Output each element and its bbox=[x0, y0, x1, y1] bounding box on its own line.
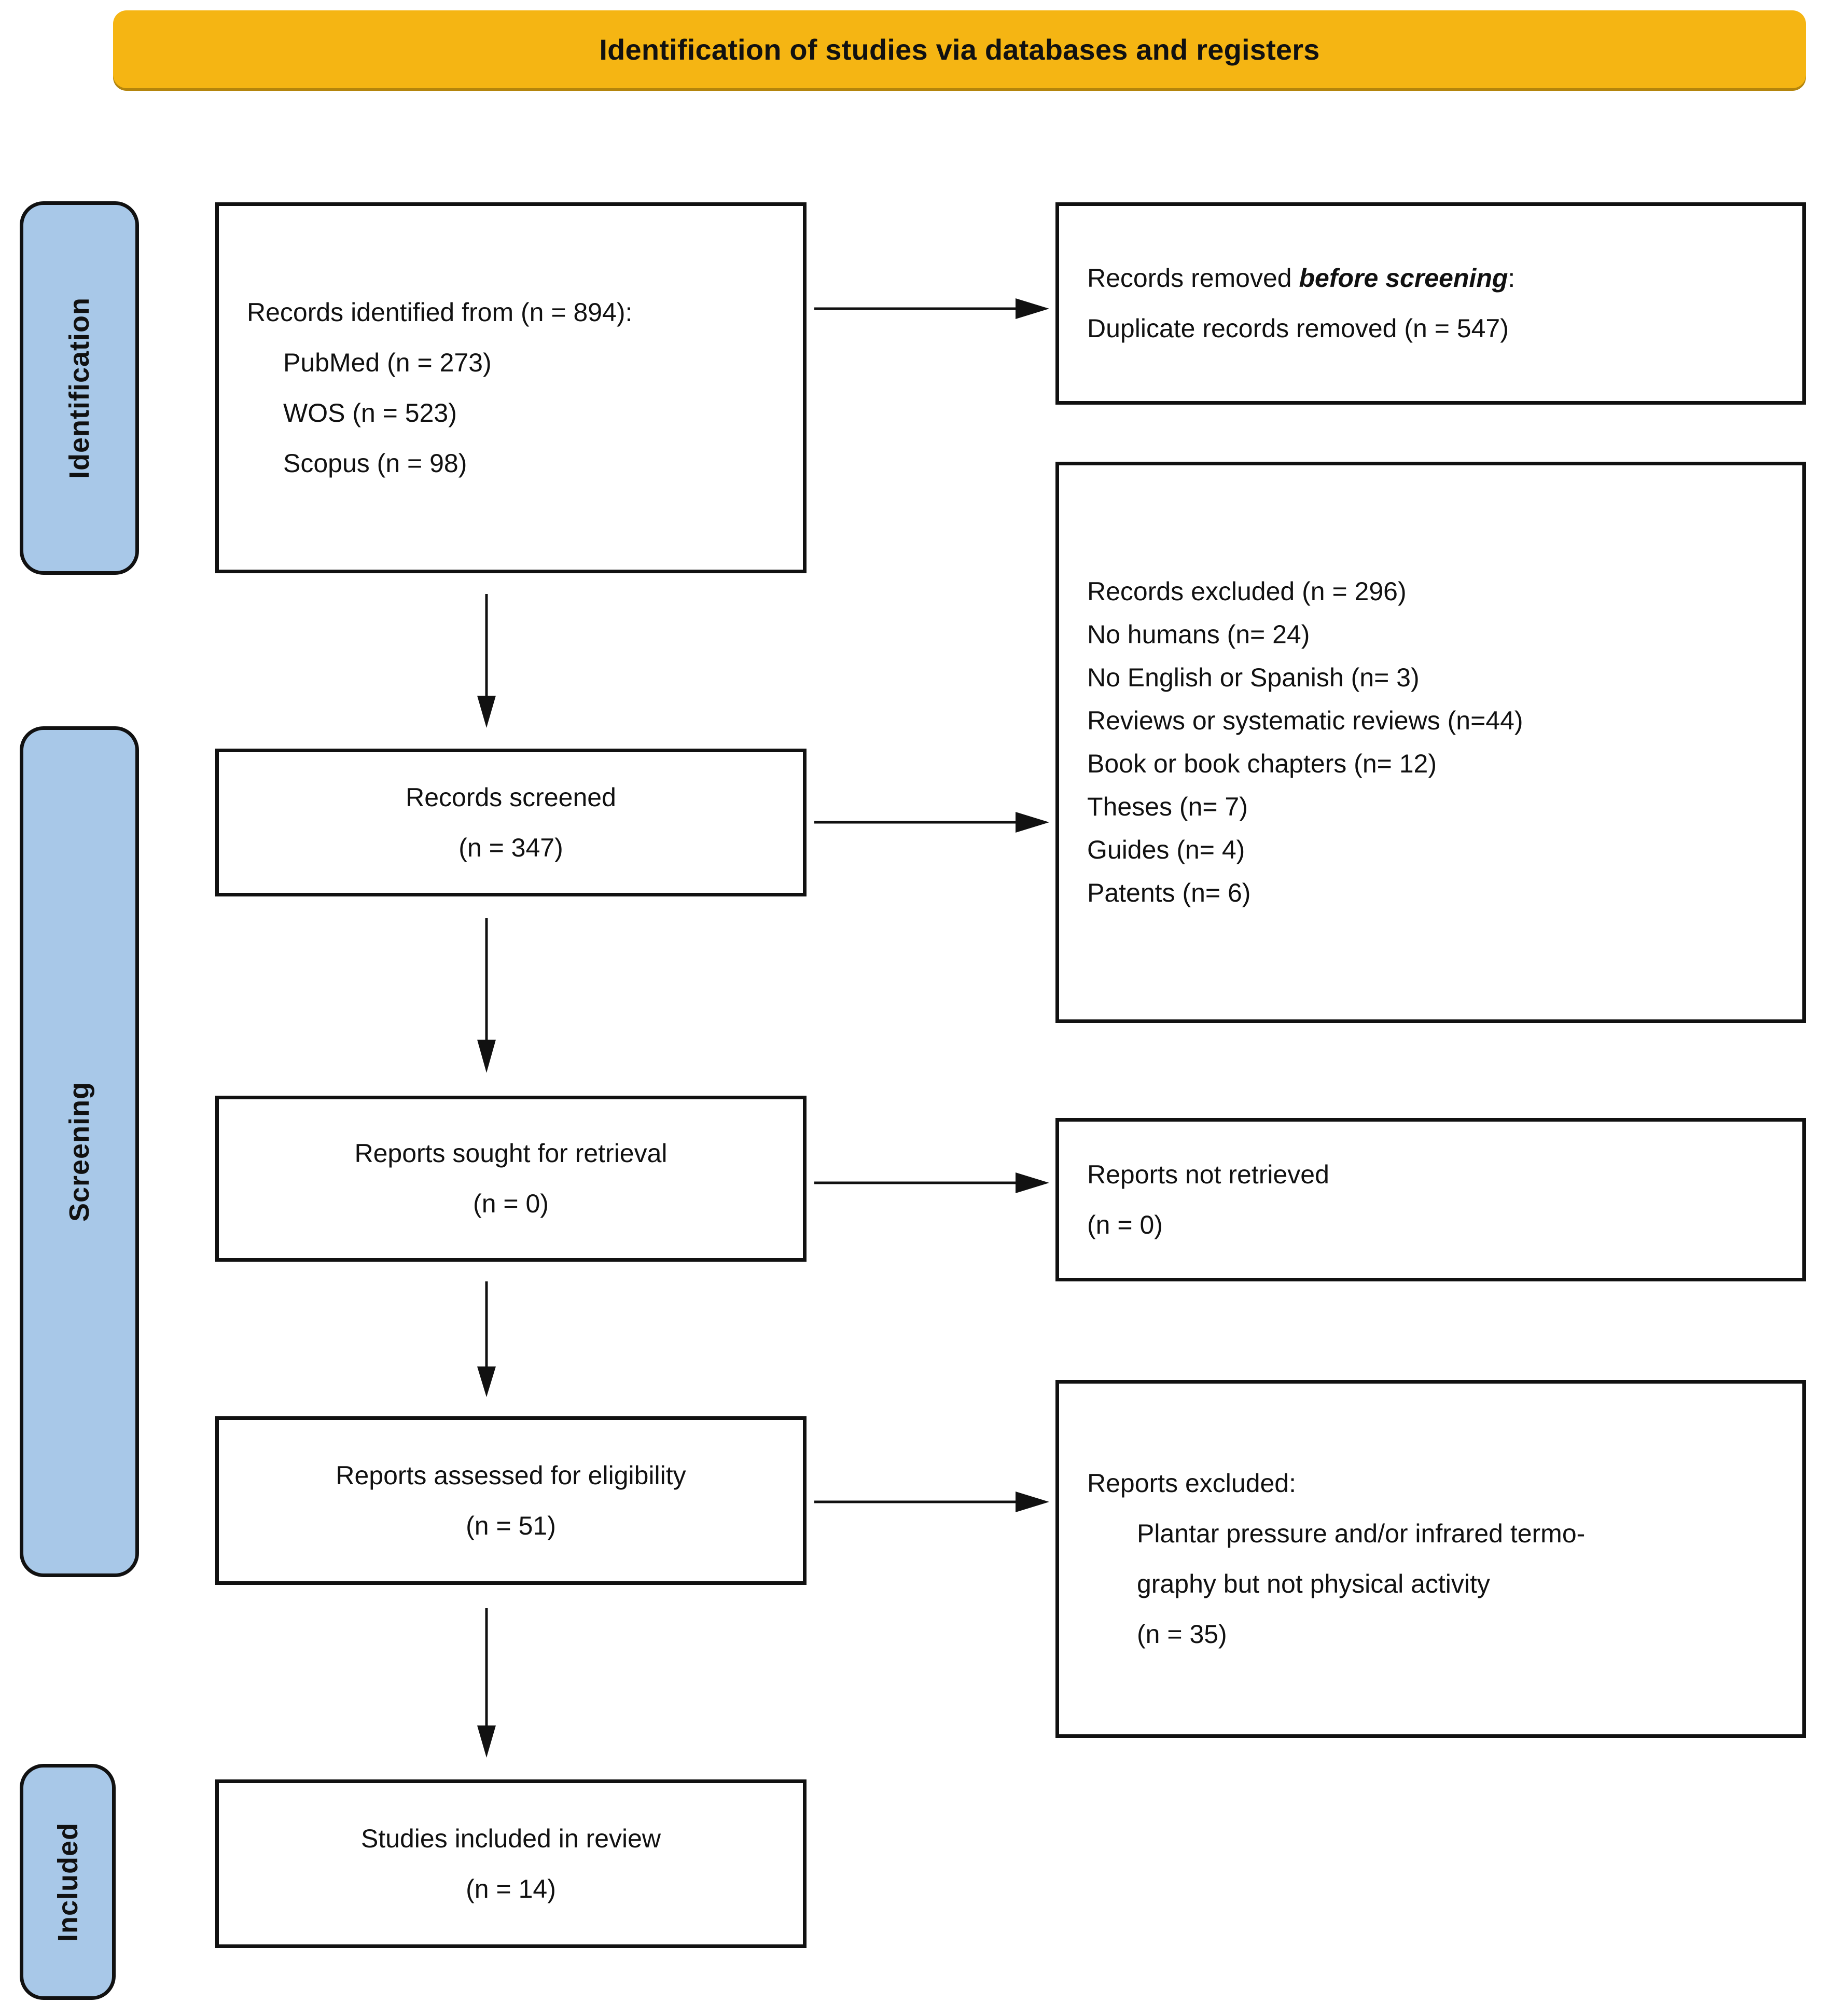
arrow-sought-to-not-retrieved bbox=[814, 1172, 1049, 1193]
reports-excluded-reason-line2: graphy but not physical activity bbox=[1137, 1569, 1490, 1598]
exclusion-reason-books: Book or book chapters (n= 12) bbox=[1087, 749, 1437, 778]
exclusion-reason-no-humans: No humans (n= 24) bbox=[1087, 620, 1310, 649]
box-reports-assessed: Reports assessed for eligibility (n = 51… bbox=[215, 1416, 807, 1585]
box-records-identified: Records identified from (n = 894): PubMe… bbox=[215, 202, 807, 573]
exclusion-reason-reviews: Reviews or systematic reviews (n=44) bbox=[1087, 706, 1523, 735]
records-removed-title-emphasis: before screening bbox=[1299, 264, 1508, 293]
records-removed-title-pre: Records removed bbox=[1087, 264, 1299, 293]
reports-assessed-count: (n = 51) bbox=[466, 1511, 556, 1540]
arrow-identified-to-screened bbox=[477, 594, 496, 728]
box-reports-not-retrieved: Reports not retrieved (n = 0) bbox=[1055, 1118, 1806, 1281]
arrow-identified-to-removed bbox=[814, 298, 1049, 319]
exclusion-reason-theses: Theses (n= 7) bbox=[1087, 792, 1248, 821]
source-scopus: Scopus (n = 98) bbox=[283, 448, 467, 478]
source-wos: WOS (n = 523) bbox=[283, 398, 457, 427]
stage-tab-identification: Identification bbox=[20, 201, 139, 575]
arrow-assessed-to-included bbox=[477, 1608, 496, 1758]
duplicate-records-removed: Duplicate records removed (n = 547) bbox=[1087, 314, 1509, 343]
records-removed-title: Records removed before screening: bbox=[1087, 265, 1515, 292]
box-records-removed: Records removed before screening: Duplic… bbox=[1055, 202, 1806, 405]
studies-included-label: Studies included in review bbox=[360, 1824, 661, 1853]
exclusion-reason-guides: Guides (n= 4) bbox=[1087, 835, 1245, 864]
reports-not-retrieved-label: Reports not retrieved bbox=[1087, 1159, 1329, 1189]
records-excluded-title: Records excluded (n = 296) bbox=[1087, 577, 1407, 606]
records-identified-title: Records identified from (n = 894): bbox=[247, 297, 633, 327]
box-reports-excluded: Reports excluded: Plantar pressure and/o… bbox=[1055, 1380, 1806, 1738]
reports-not-retrieved-count: (n = 0) bbox=[1087, 1210, 1163, 1239]
studies-included-count: (n = 14) bbox=[466, 1874, 556, 1903]
reports-sought-label: Reports sought for retrieval bbox=[354, 1139, 668, 1168]
exclusion-reason-patents: Patents (n= 6) bbox=[1087, 878, 1251, 907]
arrow-sought-to-assessed bbox=[477, 1281, 496, 1397]
box-records-screened: Records screened (n = 347) bbox=[215, 749, 807, 896]
diagram-header-banner: Identification of studies via databases … bbox=[113, 10, 1806, 88]
stage-tab-screening-label: Screening bbox=[64, 1081, 95, 1222]
box-records-excluded: Records excluded (n = 296) No humans (n=… bbox=[1055, 462, 1806, 1023]
arrow-assessed-to-reports-excluded bbox=[814, 1492, 1049, 1512]
arrow-screened-to-sought bbox=[477, 918, 496, 1073]
reports-sought-count: (n = 0) bbox=[473, 1189, 549, 1218]
box-reports-sought: Reports sought for retrieval (n = 0) bbox=[215, 1096, 807, 1262]
reports-excluded-count: (n = 35) bbox=[1137, 1620, 1227, 1649]
source-pubmed: PubMed (n = 273) bbox=[283, 348, 492, 377]
reports-excluded-title: Reports excluded: bbox=[1087, 1469, 1297, 1498]
records-removed-title-post: : bbox=[1508, 264, 1516, 293]
stage-tab-screening: Screening bbox=[20, 726, 139, 1577]
stage-tab-included: Included bbox=[20, 1764, 116, 2000]
reports-excluded-reason-line1: Plantar pressure and/or infrared termo- bbox=[1137, 1519, 1586, 1548]
stage-tab-included-label: Included bbox=[52, 1822, 84, 1942]
records-screened-label: Records screened bbox=[406, 782, 616, 812]
box-studies-included: Studies included in review (n = 14) bbox=[215, 1779, 807, 1948]
records-screened-count: (n = 347) bbox=[458, 833, 563, 862]
reports-assessed-label: Reports assessed for eligibility bbox=[336, 1460, 686, 1490]
exclusion-reason-language: No English or Spanish (n= 3) bbox=[1087, 663, 1420, 692]
page-title: Identification of studies via databases … bbox=[599, 33, 1320, 66]
arrow-screened-to-excluded bbox=[814, 812, 1049, 833]
stage-tab-identification-label: Identification bbox=[64, 297, 95, 479]
